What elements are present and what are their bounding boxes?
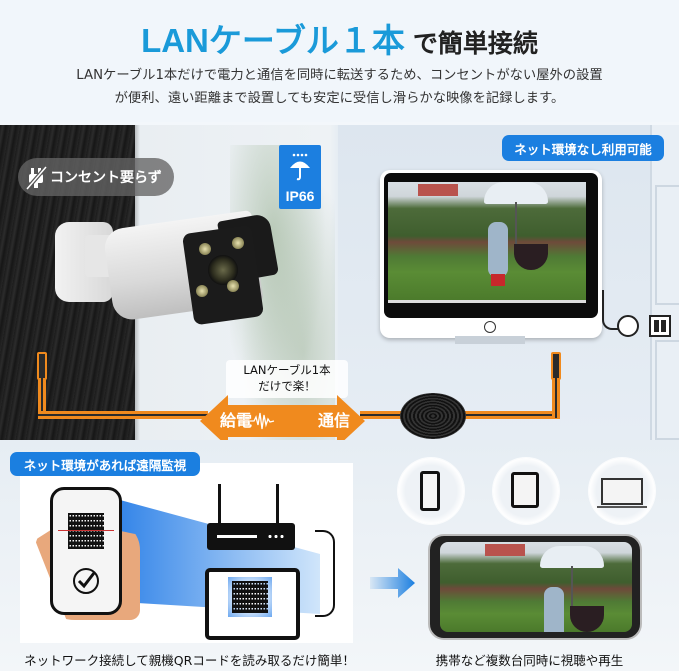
tablet-qr-code xyxy=(228,577,272,617)
power-plug-icon xyxy=(617,315,639,337)
device-circle xyxy=(493,458,559,524)
double-arrow-icon xyxy=(200,395,365,447)
device-circle xyxy=(589,458,655,524)
no-outlet-label: コンセント要らず xyxy=(50,170,162,186)
door-panel xyxy=(655,185,679,305)
ir-led xyxy=(196,285,208,297)
antenna xyxy=(276,484,279,526)
ir-led xyxy=(199,243,211,255)
no-plug-icon xyxy=(25,165,48,191)
ir-led xyxy=(232,237,244,249)
page-title: LANケーブル１本で簡単接続 xyxy=(0,14,679,62)
ip66-label: IP66 xyxy=(285,188,315,204)
checkmark-icon xyxy=(73,568,99,594)
umbrella-pole xyxy=(571,566,573,611)
lan-connector-icon xyxy=(551,352,561,380)
home-button xyxy=(484,321,496,333)
ir-led xyxy=(227,280,239,292)
power-socket-icon xyxy=(649,315,671,337)
offline-badge: ネット環境なし利用可能 xyxy=(502,135,664,161)
door-panel xyxy=(655,340,679,440)
remote-label: ネット環境があれば遠隔監視 xyxy=(23,457,187,473)
left-caption: ネットワーク接続して親機QRコードを読み取るだけ簡単！ xyxy=(24,653,355,668)
camera-feed-image xyxy=(388,182,586,302)
offline-label: ネット環境なし利用可能 xyxy=(514,141,652,157)
waterproof-badge: IP66 xyxy=(279,145,321,209)
title-rest: で簡単接続 xyxy=(412,29,538,58)
scan-line xyxy=(58,530,114,531)
remote-badge: ネット環境があれば遠隔監視 xyxy=(10,452,200,476)
lan-cable xyxy=(38,411,208,419)
header: LANケーブル１本で簡単接続 LANケーブル1本だけで電力と通信を同時に転送する… xyxy=(0,0,679,122)
description-line-1: LANケーブル1本だけで電力と通信を同時に転送するため、コンセントがない屋外の設… xyxy=(76,68,603,83)
lan-connector-icon xyxy=(37,352,47,380)
qr-code-icon xyxy=(232,581,268,613)
antenna xyxy=(218,484,221,526)
right-arrow-icon xyxy=(370,568,415,598)
cable-caption-line-1: LANケーブル1本 xyxy=(243,363,331,377)
umbrella-icon xyxy=(290,153,310,181)
monitor-tablet xyxy=(380,170,602,338)
umbrella-pole xyxy=(515,202,517,247)
child xyxy=(544,587,564,632)
tablet-icon xyxy=(511,472,539,508)
cable-caption: LANケーブル1本 だけで楽！ xyxy=(226,360,348,398)
description: LANケーブル1本だけで電力と通信を同時に転送するため、コンセントがない屋外の設… xyxy=(10,64,669,110)
power-label: 給電 xyxy=(220,411,253,430)
no-outlet-badge: コンセント要らず xyxy=(18,158,174,196)
camera-feed-image xyxy=(440,542,632,632)
title-highlight: LANケーブル１本 xyxy=(141,22,405,59)
power-cord xyxy=(602,290,624,330)
red-boots xyxy=(491,274,505,286)
lan-cable xyxy=(552,378,560,418)
cable-coil xyxy=(400,393,466,439)
description-line-2: が便利、遠い距離まで設置しても安定に受信し滑らかな映像を記録します。 xyxy=(114,91,565,106)
child xyxy=(488,222,508,277)
right-caption: 携帯など複数台同時に視聴や再生 xyxy=(435,653,624,668)
qr-code-icon xyxy=(68,513,104,549)
router-icon xyxy=(207,523,295,550)
door xyxy=(650,125,679,440)
tablet-stand xyxy=(455,336,525,344)
house-roof xyxy=(418,184,458,196)
arrow-labels: 給電 通信 xyxy=(220,404,350,434)
cable-caption-line-2: だけで楽！ xyxy=(258,379,316,393)
smartphone-icon xyxy=(420,471,440,511)
playback-bar xyxy=(388,300,586,303)
lan-cable xyxy=(38,378,46,416)
umbrella xyxy=(540,546,604,568)
grill xyxy=(514,244,548,270)
device-circle xyxy=(398,458,464,524)
ethernet-cable xyxy=(315,530,335,617)
laptop-icon xyxy=(597,478,647,508)
smartphone-landscape xyxy=(430,536,640,638)
data-label: 通信 xyxy=(317,411,350,430)
umbrella xyxy=(484,182,548,204)
house-roof xyxy=(485,544,525,556)
grill xyxy=(570,606,604,632)
